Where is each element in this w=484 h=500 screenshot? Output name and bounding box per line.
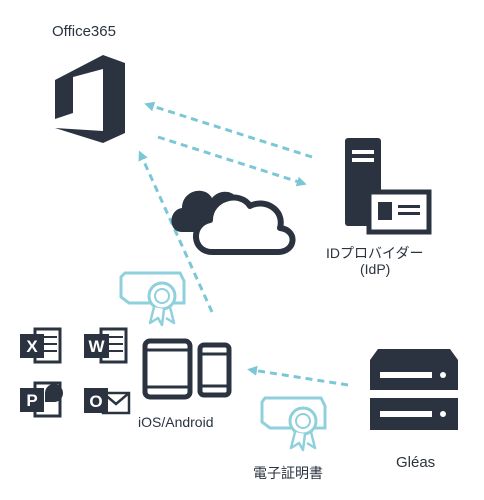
powerpoint-app-icon: P: [20, 381, 63, 418]
tablet-icon: [142, 338, 193, 400]
cloud-icon: [171, 190, 296, 255]
idp-label: IDプロバイダー: [326, 245, 424, 261]
powerpoint-letter: P: [26, 391, 37, 410]
phone-icon: [197, 342, 232, 398]
outlook-app-icon: O: [84, 388, 131, 415]
word-app-icon: W: [84, 327, 128, 364]
outlook-letter: O: [89, 392, 102, 411]
devices-label: iOS/Android: [138, 414, 214, 430]
arrow-gleas-to-devices: [247, 365, 349, 387]
rack-server-icon: [370, 349, 458, 430]
certificate-label: 電子証明書: [253, 465, 323, 481]
certificate-icon: [119, 271, 186, 327]
gleas-label: Gléas: [396, 454, 436, 471]
server-icon: [345, 138, 432, 235]
office365-label: Office365: [52, 23, 116, 40]
excel-app-icon: X: [20, 327, 62, 364]
certificate-icon: [260, 396, 327, 452]
office365-logo-icon: [55, 55, 125, 143]
arrow-idp-to-office: [144, 101, 313, 159]
excel-letter: X: [26, 337, 38, 356]
arrow-office-to-idp: [157, 135, 307, 187]
arrow-devices-to-office: [138, 150, 214, 313]
idp-abbreviation-label: (IdP): [360, 261, 391, 277]
word-letter: W: [88, 337, 105, 356]
